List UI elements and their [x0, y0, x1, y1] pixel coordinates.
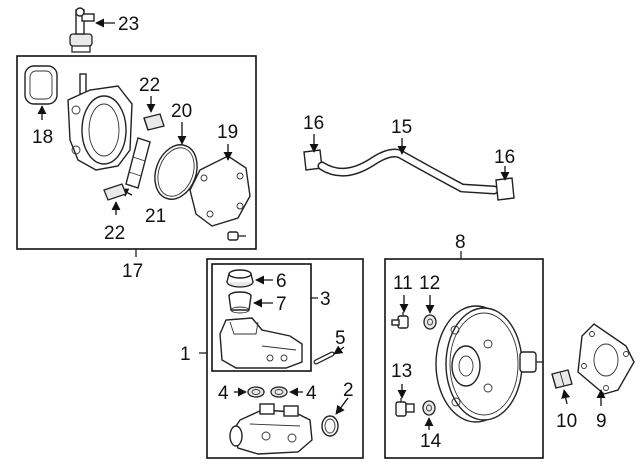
callout-4-right: 4 — [306, 383, 317, 404]
callout-21: 21 — [145, 206, 166, 227]
callout-5: 5 — [335, 328, 346, 349]
callout-19: 19 — [217, 122, 238, 143]
reservoir-box — [211, 263, 312, 372]
callout-9: 9 — [596, 411, 607, 432]
master-cylinder-box — [206, 258, 364, 459]
clip-part-upper — [143, 113, 165, 131]
master-cylinder-body-part — [229, 403, 313, 455]
callout-16-left: 16 — [303, 113, 324, 134]
rotor-part — [125, 137, 151, 189]
callout-18: 18 — [32, 127, 53, 148]
callout-2: 2 — [343, 380, 354, 401]
booster-grommet-part — [423, 314, 437, 330]
booster-gasket-part — [577, 323, 635, 395]
callout-4-left: 4 — [218, 383, 229, 404]
callout-15: 15 — [391, 117, 412, 138]
o-ring-part — [154, 144, 198, 200]
callout-23: 23 — [118, 14, 139, 35]
check-valve-part — [391, 312, 409, 329]
callout-6: 6 — [276, 271, 287, 292]
callout-10: 10 — [556, 411, 577, 432]
brake-booster-box — [384, 258, 544, 459]
grommet-part-left — [247, 386, 265, 398]
brake-booster-part — [435, 305, 543, 423]
callout-7: 7 — [276, 294, 287, 315]
reservoir-body-part — [219, 317, 303, 369]
callout-12: 12 — [419, 273, 440, 294]
callout-22-bottom: 22 — [104, 223, 125, 244]
pump-cover-part — [189, 155, 251, 227]
clip-part-lower — [103, 183, 127, 201]
grommet-part-right — [270, 386, 288, 398]
callout-14: 14 — [420, 431, 442, 452]
callout-3: 3 — [320, 289, 331, 310]
callout-16-right: 16 — [494, 147, 515, 168]
callout-20: 20 — [171, 101, 192, 122]
callout-22-top: 22 — [139, 75, 160, 96]
callout-13: 13 — [391, 361, 412, 382]
reservoir-cap-part — [226, 269, 254, 288]
callout-17: 17 — [122, 261, 143, 282]
bolt-part — [227, 231, 246, 241]
callout-11: 11 — [393, 273, 413, 294]
strainer-part — [228, 291, 252, 314]
seal-part — [24, 65, 58, 105]
master-cylinder-o-ring-part — [321, 415, 339, 437]
pin-part — [313, 351, 335, 365]
vacuum-hose-part — [303, 148, 515, 201]
booster-clip-part — [551, 369, 573, 389]
booster-valve-part — [395, 398, 415, 417]
callout-1: 1 — [180, 344, 191, 365]
callout-8: 8 — [455, 232, 466, 253]
vacuum-pump-body — [67, 73, 133, 171]
vacuum-sensor-part — [69, 7, 95, 53]
booster-valve-grommet-part — [422, 400, 436, 416]
